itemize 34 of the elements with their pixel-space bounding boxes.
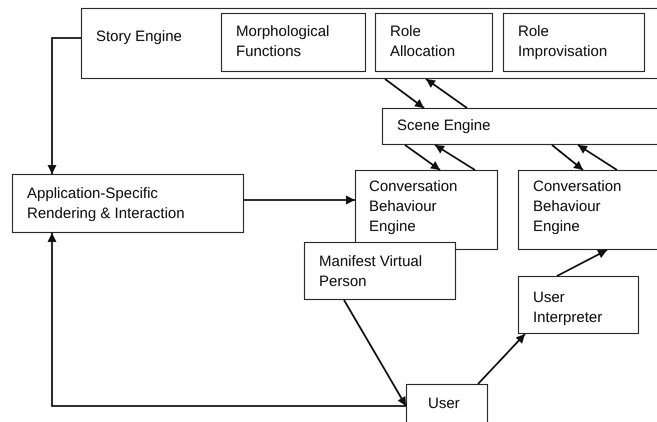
arrow [477, 333, 526, 385]
process-box [81, 8, 657, 79]
box-label: Scene Engine [397, 116, 492, 136]
arrow [434, 144, 476, 171]
arrow [343, 300, 407, 406]
arrow [48, 37, 81, 174]
box-label: Conversation Behaviour Engine [533, 177, 622, 237]
arrow [578, 144, 618, 171]
box-label: Manifest Virtual Person [319, 252, 424, 292]
process-box [221, 13, 366, 72]
arrow [384, 78, 425, 109]
box-label: Role Improvisation [518, 22, 608, 62]
box-label: User Interpreter [533, 288, 604, 328]
process-box [355, 170, 498, 250]
process-box [518, 170, 657, 250]
box-label: Application-Specific Rendering & Interaction [27, 184, 186, 224]
process-box [12, 174, 244, 233]
process-box [503, 13, 645, 72]
box-label: Story Engine [96, 27, 183, 47]
arrow [556, 249, 608, 277]
box-label: User [428, 394, 461, 414]
arrow [425, 78, 468, 109]
arrow [244, 196, 355, 204]
box-label: Role Allocation [390, 22, 456, 62]
process-box [375, 13, 493, 72]
arrow [551, 144, 584, 171]
arrow [404, 144, 441, 171]
arrow [48, 233, 406, 407]
box-label: Morphological Functions [236, 22, 330, 62]
process-box [406, 384, 488, 422]
box-label: Conversation Behaviour Engine [369, 177, 458, 237]
process-box [382, 108, 657, 145]
process-box [518, 276, 639, 334]
process-box [304, 242, 456, 300]
